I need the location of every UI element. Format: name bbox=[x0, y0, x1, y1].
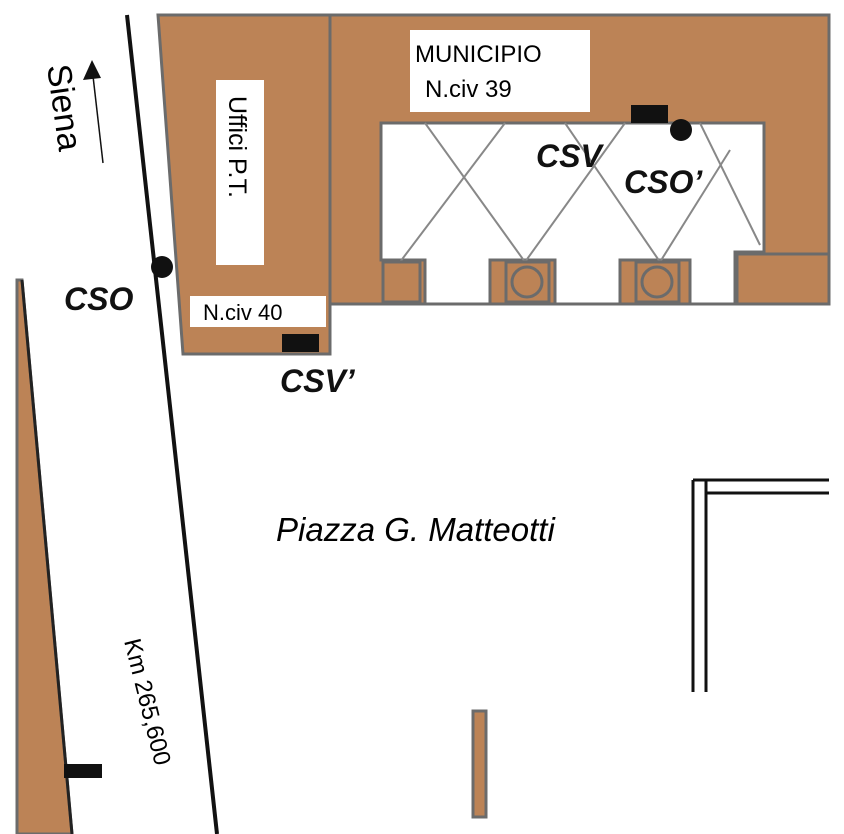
km-label: Km 265,600 bbox=[118, 636, 176, 768]
pillar-right bbox=[735, 252, 831, 306]
cso-marker bbox=[151, 256, 173, 278]
uffici-label-box bbox=[216, 80, 264, 265]
civ40-label: N.civ 40 bbox=[203, 300, 282, 325]
direction-arrow-icon bbox=[83, 60, 101, 80]
portico-courtyard bbox=[379, 121, 766, 306]
municipio-civ-label: N.civ 39 bbox=[425, 76, 512, 103]
direction-label: Siena bbox=[39, 62, 89, 153]
csv-marker bbox=[631, 105, 668, 123]
csv-prime-label: CSV’ bbox=[280, 363, 356, 399]
km-marker-post bbox=[64, 764, 102, 778]
csv-label: CSV bbox=[536, 138, 604, 174]
cso-label: CSO bbox=[64, 281, 133, 317]
piazza-label: Piazza G. Matteotti bbox=[276, 511, 556, 548]
civ40-label-box bbox=[190, 296, 326, 327]
csv-prime-marker bbox=[282, 334, 319, 352]
pillar-left bbox=[381, 260, 422, 304]
cso-prime-marker bbox=[670, 119, 692, 141]
piazza-boundary-lines bbox=[691, 478, 829, 692]
uffici-label: Uffici P.T. bbox=[223, 96, 251, 198]
column-1-circle bbox=[510, 265, 544, 299]
left-strip-edge-line bbox=[20, 279, 74, 834]
pillar-column-2 bbox=[634, 260, 681, 304]
column-2-circle bbox=[640, 265, 674, 299]
road-edge-line bbox=[125, 14, 219, 834]
municipio-title: MUNICIPIO bbox=[415, 41, 542, 68]
portico-truss bbox=[399, 122, 761, 263]
bollard-post bbox=[471, 709, 488, 819]
cso-prime-label: CSO’ bbox=[624, 164, 703, 200]
direction-arrow-shaft bbox=[92, 75, 104, 164]
municipio-label-box bbox=[410, 30, 590, 112]
